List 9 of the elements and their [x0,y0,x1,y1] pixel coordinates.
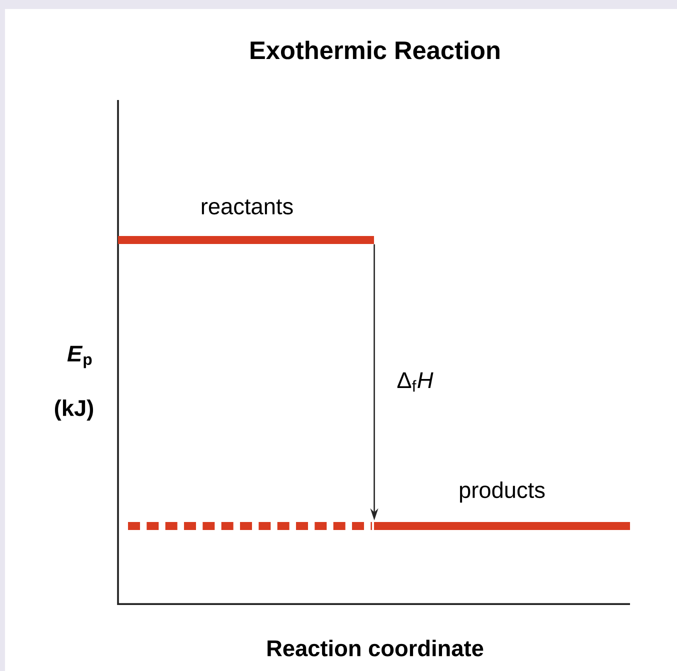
title: Exothermic Reaction [250,40,500,60]
energy-level: products [374,481,630,530]
axis-label: Reaction coordinate [268,640,484,656]
node-label: products [460,481,545,503]
edge-label: Δ$_{f}$H [397,372,434,392]
node-label: reactants [202,200,293,214]
energy-level: reactants [118,200,374,244]
axis-label: E$_{p}$ [67,346,92,368]
axis-label: (kJ) [54,399,94,421]
